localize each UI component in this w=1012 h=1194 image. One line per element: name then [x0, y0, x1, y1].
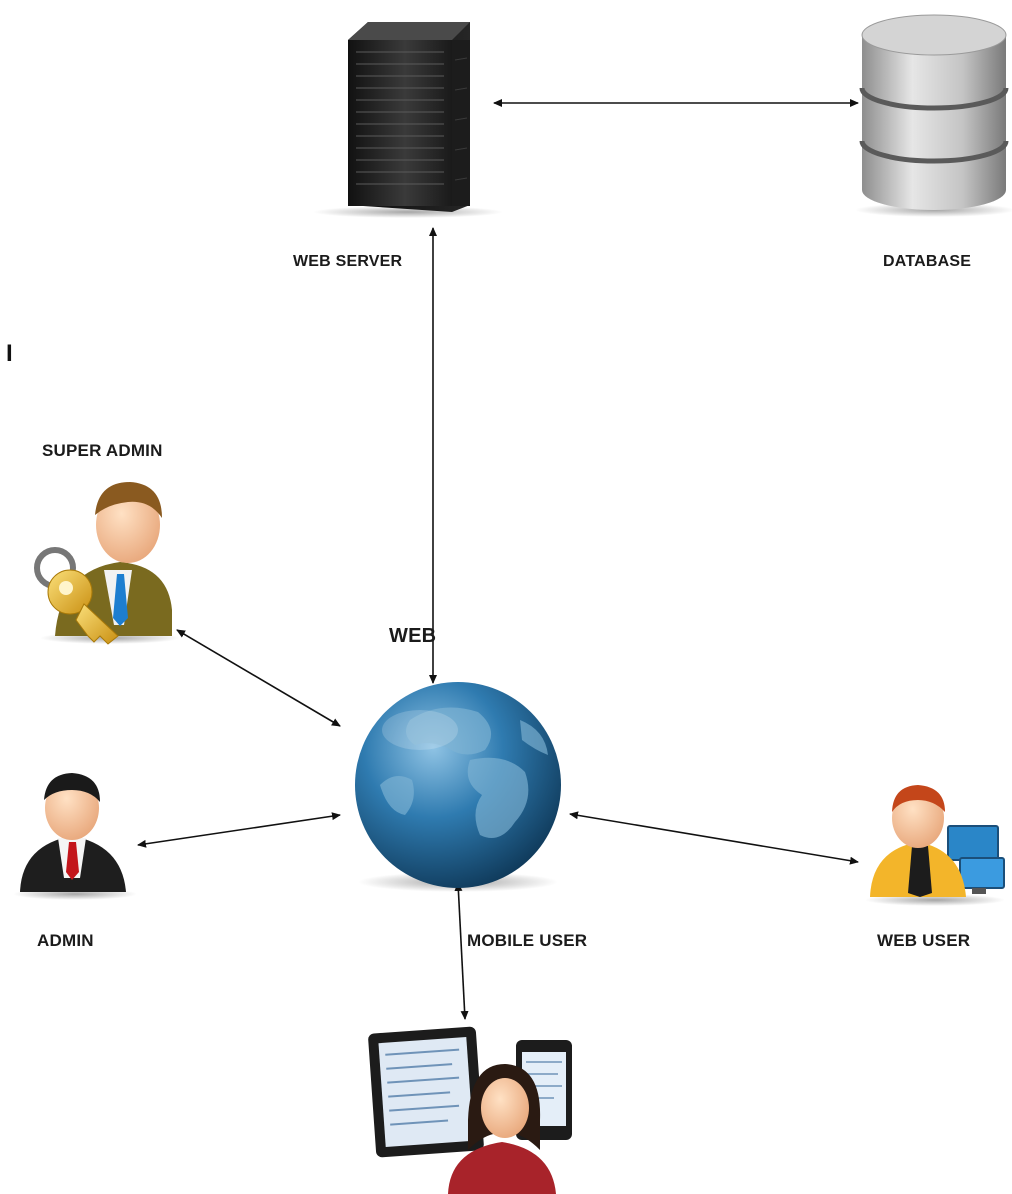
super-admin-label: SUPER ADMIN	[42, 441, 163, 460]
arrow-webuser-web	[569, 811, 859, 865]
database-cylinder-icon	[855, 14, 1012, 217]
database-label: DATABASE	[883, 253, 972, 270]
server-rack-icon	[313, 22, 503, 218]
user-with-computer-icon	[865, 785, 1005, 906]
web-user-label: WEB USER	[877, 931, 971, 950]
woman-with-tablet-phone-icon	[368, 1026, 572, 1194]
arrow-admin-web	[137, 812, 341, 848]
arrow-superadmin-web	[176, 629, 341, 727]
web-label: WEB	[389, 625, 437, 647]
globe-icon	[355, 682, 561, 892]
web-server-label: WEB SERVER	[293, 253, 403, 270]
businessman-icon	[13, 773, 137, 900]
mobile-user-label: MOBILE USER	[467, 931, 588, 950]
connection-lines	[137, 99, 859, 1020]
arrow-mobileuser-web	[454, 882, 469, 1020]
stray-text-mark: I	[6, 340, 13, 367]
admin-label: ADMIN	[37, 931, 94, 950]
admin-with-key-icon	[34, 482, 180, 645]
